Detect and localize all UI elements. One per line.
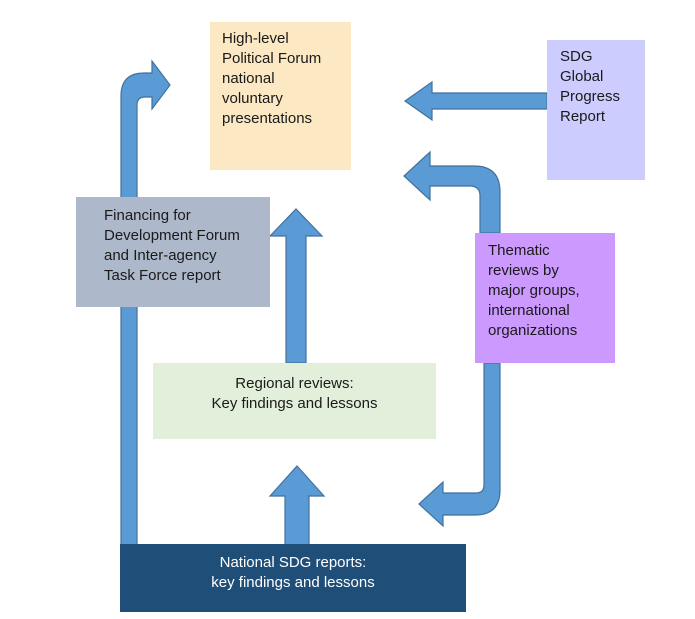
- node-text-line: Financing for: [104, 207, 191, 224]
- financing-for-development-box: Financing for Development Forum and Inte…: [76, 197, 270, 307]
- sdg-global-progress-report-box: SDG Global Progress Report: [547, 40, 645, 180]
- node-text-line: SDG: [560, 48, 593, 65]
- regional-reviews-box: Regional reviews: Key findings and lesso…: [153, 363, 436, 439]
- node-text-line: Task Force report: [104, 267, 221, 284]
- node-text-line: Regional reviews:: [235, 375, 354, 392]
- node-text-line: key findings and lessons: [211, 574, 375, 591]
- node-text-line: national: [222, 70, 275, 87]
- node-text-line: Progress: [560, 88, 621, 105]
- node-text-line: presentations: [222, 110, 313, 127]
- national-to-regional-arrow: [268, 465, 326, 546]
- node-text-line: Report: [560, 108, 606, 125]
- node-text-line: Global: [560, 68, 604, 85]
- node-text-line: international: [488, 302, 570, 319]
- thematic-reviews-box: Thematic reviews by major groups, intern…: [475, 233, 615, 363]
- hlpf-presentations-box: High-level Political Forum national volu…: [210, 22, 351, 170]
- node-text-line: major groups,: [488, 282, 580, 299]
- national-sdg-reports-box: National SDG reports: key findings and l…: [120, 544, 466, 612]
- thematic-to-hlpf-arrow: [403, 150, 501, 234]
- node-text-line: voluntary: [222, 90, 283, 107]
- node-text-line: reviews by: [488, 262, 559, 279]
- node-text-line: and Inter-agency: [104, 247, 217, 264]
- sdg-report-to-hlpf-arrow: [403, 80, 548, 122]
- regional-to-hlpf-arrow: [268, 208, 324, 364]
- node-text-line: Development Forum: [104, 227, 240, 244]
- node-text-line: National SDG reports:: [219, 554, 367, 571]
- node-text-line: Political Forum: [222, 50, 322, 67]
- node-text-line: Thematic: [488, 242, 550, 259]
- node-text-line: organizations: [488, 322, 578, 339]
- thematic-to-national-arrow: [418, 362, 501, 528]
- node-text-line: High-level: [222, 30, 289, 47]
- national-to-hlpf-arrow: [120, 59, 171, 546]
- node-text-line: Key findings and lessons: [211, 395, 378, 412]
- arrows-layer: [120, 59, 548, 546]
